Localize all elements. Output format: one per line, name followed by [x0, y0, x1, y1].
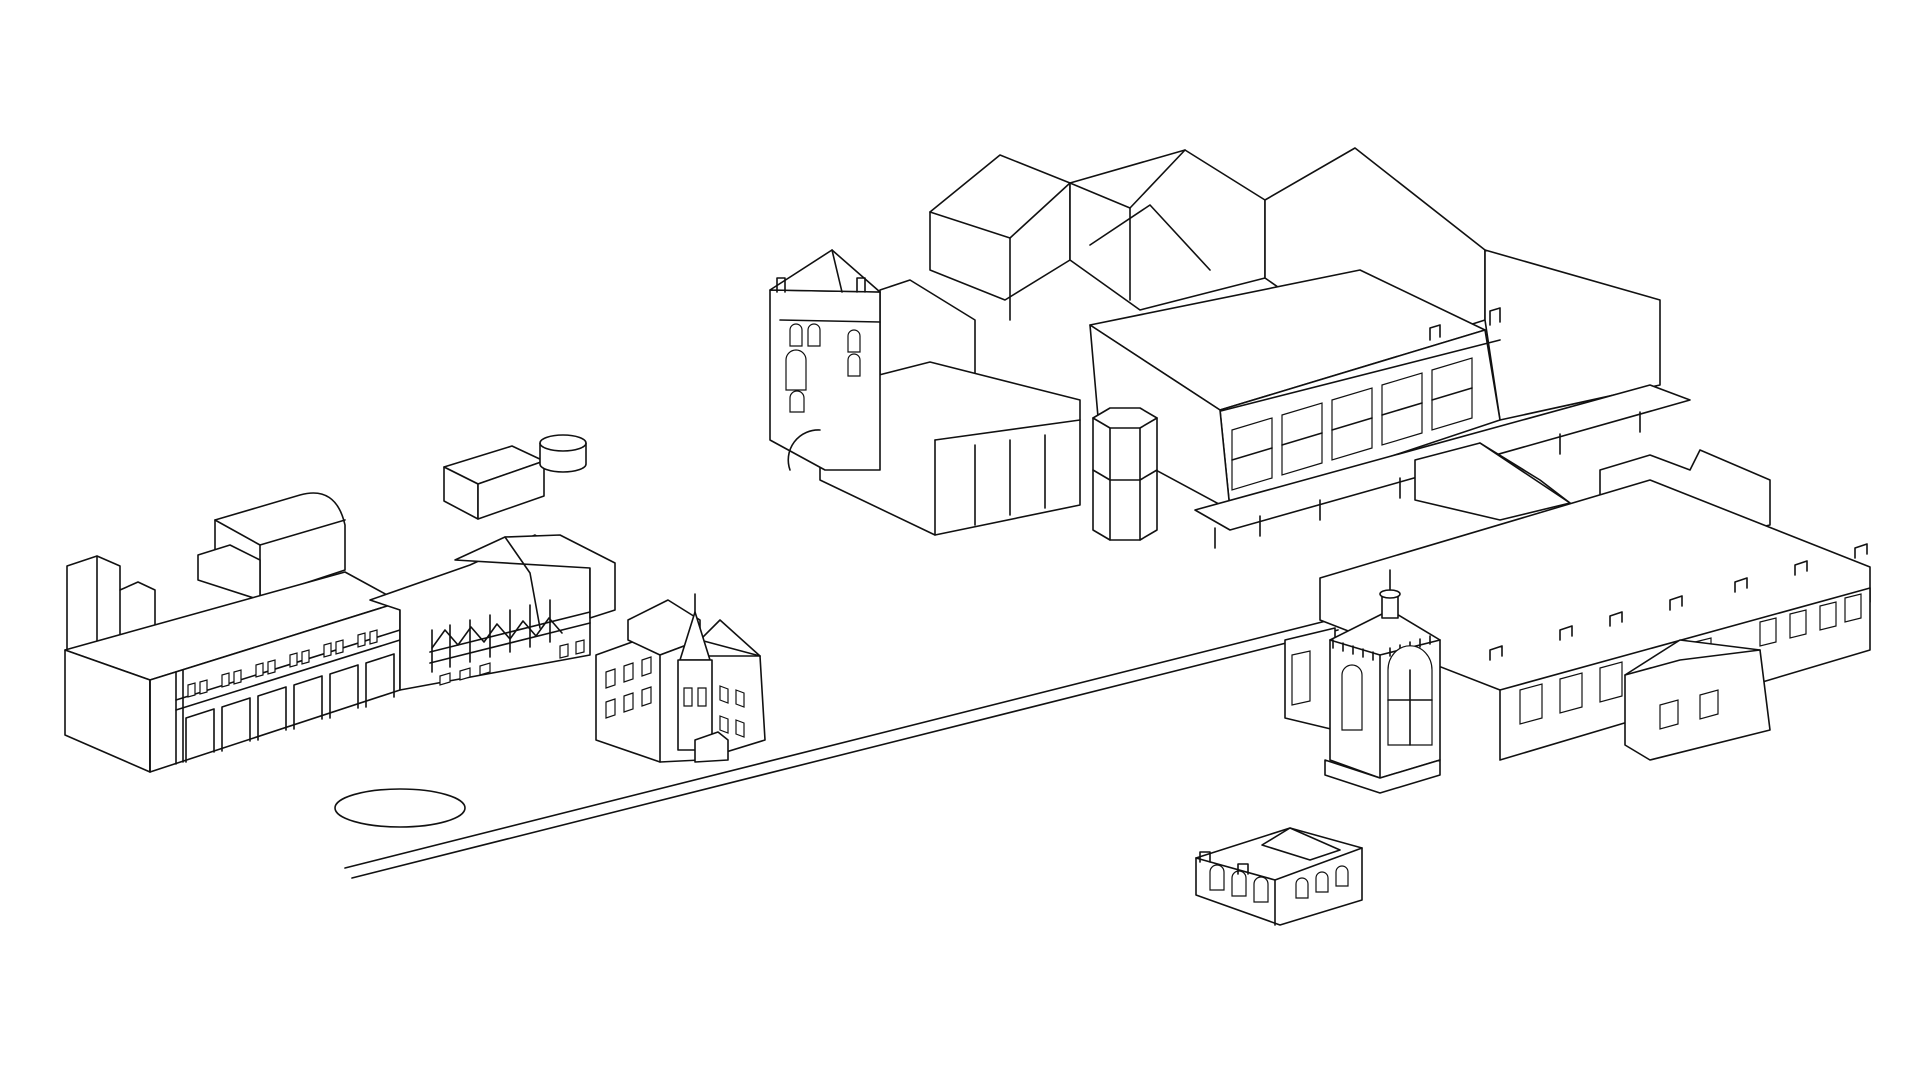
shop-bays [185, 653, 395, 763]
brewery-tower [769, 249, 1081, 536]
left-shopping-row [64, 571, 401, 773]
warehouse-complex [929, 147, 1771, 549]
small-box-shed [443, 445, 545, 520]
pond [334, 788, 466, 828]
octagonal-silo [1092, 407, 1158, 541]
left-vaulted-roof-building [197, 492, 346, 601]
small-pavilion [1195, 827, 1363, 926]
half-timbered-hall [369, 534, 616, 691]
cylindrical-tank [539, 434, 587, 473]
road [344, 619, 1339, 879]
station-building [1284, 479, 1871, 794]
station-windows [1519, 593, 1862, 725]
upper-windows [187, 629, 378, 698]
gothic-villa [595, 593, 766, 763]
